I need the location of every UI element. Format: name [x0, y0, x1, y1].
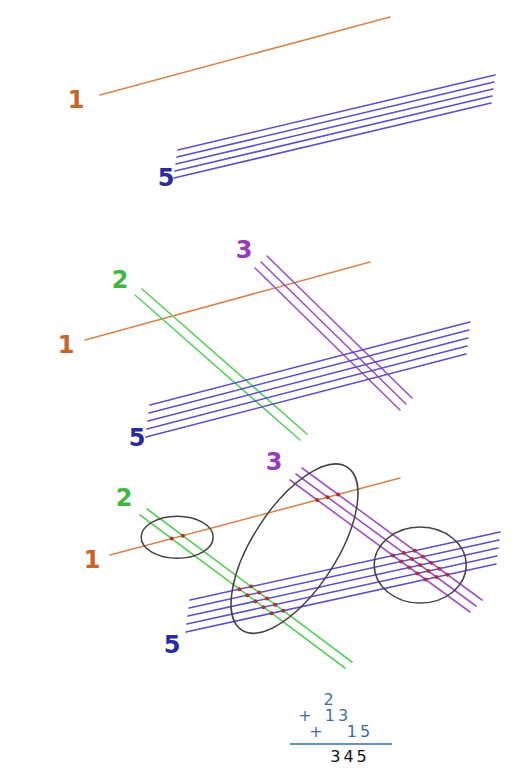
intersection-dot [435, 575, 439, 579]
intersection-dot [415, 572, 419, 576]
plus-sign: + [298, 708, 311, 724]
intersection-dot [402, 551, 406, 555]
digit-line [150, 322, 470, 405]
intersection-dot [170, 537, 174, 541]
digit-line [255, 268, 400, 410]
group-ellipse [206, 444, 382, 653]
intersection-dot [418, 563, 422, 567]
group-ellipse [374, 527, 466, 603]
intersection-dot [399, 560, 403, 564]
digit-line [175, 96, 492, 171]
digit-label: 1 [58, 333, 75, 357]
digit-line [110, 478, 400, 555]
digit-label: 3 [266, 450, 283, 474]
intersection-dot [424, 577, 428, 581]
sum-term: 13 [325, 708, 351, 724]
digit-line [85, 262, 370, 340]
intersection-dot [273, 603, 277, 607]
digit-line [149, 330, 469, 413]
intersection-dot [437, 567, 441, 571]
intersection-dot [254, 599, 258, 603]
intersection-dot [429, 561, 433, 565]
digit-label: 1 [84, 548, 101, 572]
sum-term: 15 [347, 724, 373, 740]
plus-sign: + [309, 724, 322, 740]
intersection-dot [426, 569, 430, 573]
digit-line [147, 509, 352, 662]
sum-rule [290, 743, 392, 745]
intersection-dot [237, 587, 241, 591]
digit-line [187, 556, 497, 624]
intersection-dots [170, 492, 450, 615]
digit-label: 5 [158, 166, 175, 190]
intersection-dot [265, 597, 269, 601]
digit-line [177, 82, 494, 157]
intersection-dot [413, 549, 417, 553]
sum-result: 345 [330, 749, 370, 765]
digit-line [148, 338, 468, 421]
digit-line [174, 103, 491, 178]
digit-label: 5 [129, 426, 146, 450]
grouping-ellipses [141, 444, 466, 653]
digit-line [140, 515, 345, 668]
digit-line [290, 480, 470, 612]
digit-label: 5 [164, 633, 181, 657]
intersection-dot [281, 609, 285, 613]
intersection-dot [181, 534, 185, 538]
intersection-dot [262, 605, 266, 609]
intersection-dot [326, 495, 330, 499]
digit-line [146, 354, 466, 437]
intersection-dot [336, 492, 340, 496]
intersection-dot [270, 611, 274, 615]
digit-line [142, 289, 307, 434]
digit-line [176, 89, 493, 164]
digit-line [186, 564, 496, 632]
intersection-dot [249, 585, 253, 589]
digit-line [147, 346, 467, 429]
digit-label: 1 [68, 88, 85, 112]
intersection-dot [315, 498, 319, 502]
digit-label: 2 [116, 486, 133, 510]
digit-line [302, 468, 482, 600]
line-families [85, 17, 500, 668]
digit-label: 3 [236, 238, 253, 262]
intersection-dot [410, 557, 414, 561]
digit-label: 2 [112, 268, 129, 292]
intersection-dot [245, 593, 249, 597]
digit-line [261, 262, 406, 404]
intersection-dot [407, 566, 411, 570]
digit-line [100, 17, 390, 95]
intersection-dot [257, 591, 261, 595]
group-ellipse [141, 516, 213, 558]
sum-term: 2 [323, 692, 336, 708]
intersection-dot [421, 555, 425, 559]
intersection-dot [391, 554, 395, 558]
intersection-dot [445, 573, 449, 577]
